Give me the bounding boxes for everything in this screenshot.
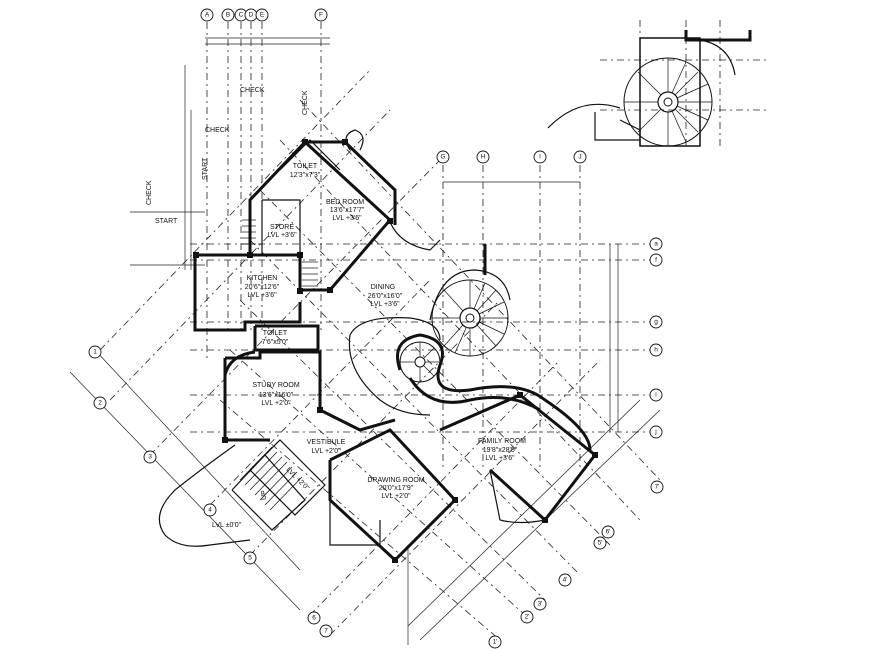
columns: [193, 139, 598, 563]
grid-label-4p: 4': [563, 577, 568, 584]
grid-label-c: C: [239, 12, 244, 19]
study-room-lvl: LVL +2'0": [261, 400, 291, 407]
grid-label-2: 2: [98, 400, 102, 407]
grid-label-1: 1: [93, 349, 97, 356]
start-label-2: START: [155, 218, 178, 225]
walls: [158, 129, 598, 563]
grid-label-6: 6: [312, 615, 316, 622]
vestibule-name: VESTIBULE: [307, 439, 346, 446]
grid-label-f: F: [319, 12, 323, 19]
grid-label-row-a: a: [654, 241, 658, 248]
study-room-size: 13'6"x16'0": [259, 392, 294, 399]
check-label-4: CHECK: [146, 180, 153, 205]
grid-bubbles-top: A B C D E F G H I J: [200, 8, 587, 164]
drawing-room-name: DRAWING ROOM: [367, 477, 424, 484]
dimension-lines: [69, 37, 661, 645]
grid-label-row-i: i: [655, 392, 656, 399]
family-room-name: FAMILY ROOM: [478, 438, 526, 445]
up-label: UP: [261, 490, 268, 500]
spiral-staircase-small: [399, 341, 441, 383]
grid-label-row-f: f: [655, 257, 657, 264]
spiral-staircase: [431, 279, 509, 357]
ground-level-label: LVL ±0'0": [212, 522, 242, 529]
grid-bubbles-left-diagonal: 1 2 3 4 5 6 7: [88, 345, 333, 638]
grid-lines: [99, 20, 770, 641]
toilet-2-name: TOILET: [263, 330, 288, 337]
grid-label-i: I: [539, 154, 541, 161]
store-lvl: LVL +3'6": [267, 232, 297, 239]
grid-label-3p: 3': [538, 601, 543, 608]
dining-name: DINING: [371, 284, 396, 291]
grid-label-7p: 7': [655, 484, 660, 491]
stair-treads: [239, 219, 318, 511]
store-name: STORE: [270, 224, 294, 231]
vestibule-lvl: LVL +2'0": [311, 448, 341, 455]
check-label-2: CHECK: [205, 127, 230, 134]
grid-bubbles-right: a f g h i j: [649, 237, 663, 439]
drawing-room-lvl: LVL +2'0": [381, 493, 411, 500]
start-label-1: START: [202, 157, 209, 180]
grid-label-4: 4: [208, 507, 212, 514]
dining-size: 26'0"x16'0": [368, 293, 403, 300]
grid-label-row-j: j: [654, 429, 656, 436]
kitchen-name: KITCHEN: [247, 275, 278, 282]
grid-label-2p: 2': [525, 614, 530, 621]
grid-label-5: 5: [248, 555, 252, 562]
check-label-1: CHECK: [240, 87, 265, 94]
grid-label-j: J: [578, 154, 581, 161]
bed-room-size: 13'6"x17'7": [330, 207, 365, 214]
grid-label-a: A: [205, 12, 210, 19]
grid-label-b: B: [226, 12, 230, 19]
grid-label-row-h: h: [654, 347, 658, 354]
annotations: CHECK CHECK CHECK CHECK START START UP L…: [146, 87, 309, 529]
kitchen-size: 20'6"x12'6": [245, 284, 280, 291]
grid-label-5p: 5': [598, 540, 603, 547]
grid-label-row-g: g: [654, 319, 658, 326]
grid-label-g: G: [440, 154, 445, 161]
study-room-name: STUDY ROOM: [252, 382, 299, 389]
toilet-1-name: TOILET: [293, 163, 318, 170]
toilet-2-size: 7'6"x5'0": [262, 339, 289, 346]
bed-room-lvl: LVL +3'6": [332, 215, 362, 222]
ramp-lvl-label: LVL +2'0": [285, 466, 311, 492]
grid-label-3: 3: [148, 454, 152, 461]
bed-room-name: BED ROOM: [326, 199, 364, 206]
grid-label-d: D: [249, 12, 254, 19]
family-room-lvl: LVL +3'6": [485, 455, 515, 462]
check-label-3: CHECK: [302, 90, 309, 115]
grid-label-7: 7: [324, 628, 328, 635]
family-room-size: 19'8"x28'5": [483, 447, 518, 454]
toilet-1-size: 12'3"x7'3": [290, 172, 321, 179]
room-labels: TOILET 12'3"x7'3" BED ROOM 13'6"x17'7" L…: [245, 163, 526, 500]
dining-lvl: LVL +3'6": [370, 301, 400, 308]
grid-bubbles-right-diagonal: 7' 6' 5' 4' 3' 2' 1': [488, 480, 664, 649]
kitchen-lvl: LVL +3'6": [247, 292, 277, 299]
drawing-room-size: 20'0"x17'9": [379, 485, 414, 492]
grid-label-1p: 1': [493, 639, 498, 646]
grid-label-e: E: [260, 12, 265, 19]
grid-label-h: H: [481, 154, 486, 161]
grid-label-6p: 6': [606, 529, 611, 536]
staircase-detail: [547, 30, 752, 147]
